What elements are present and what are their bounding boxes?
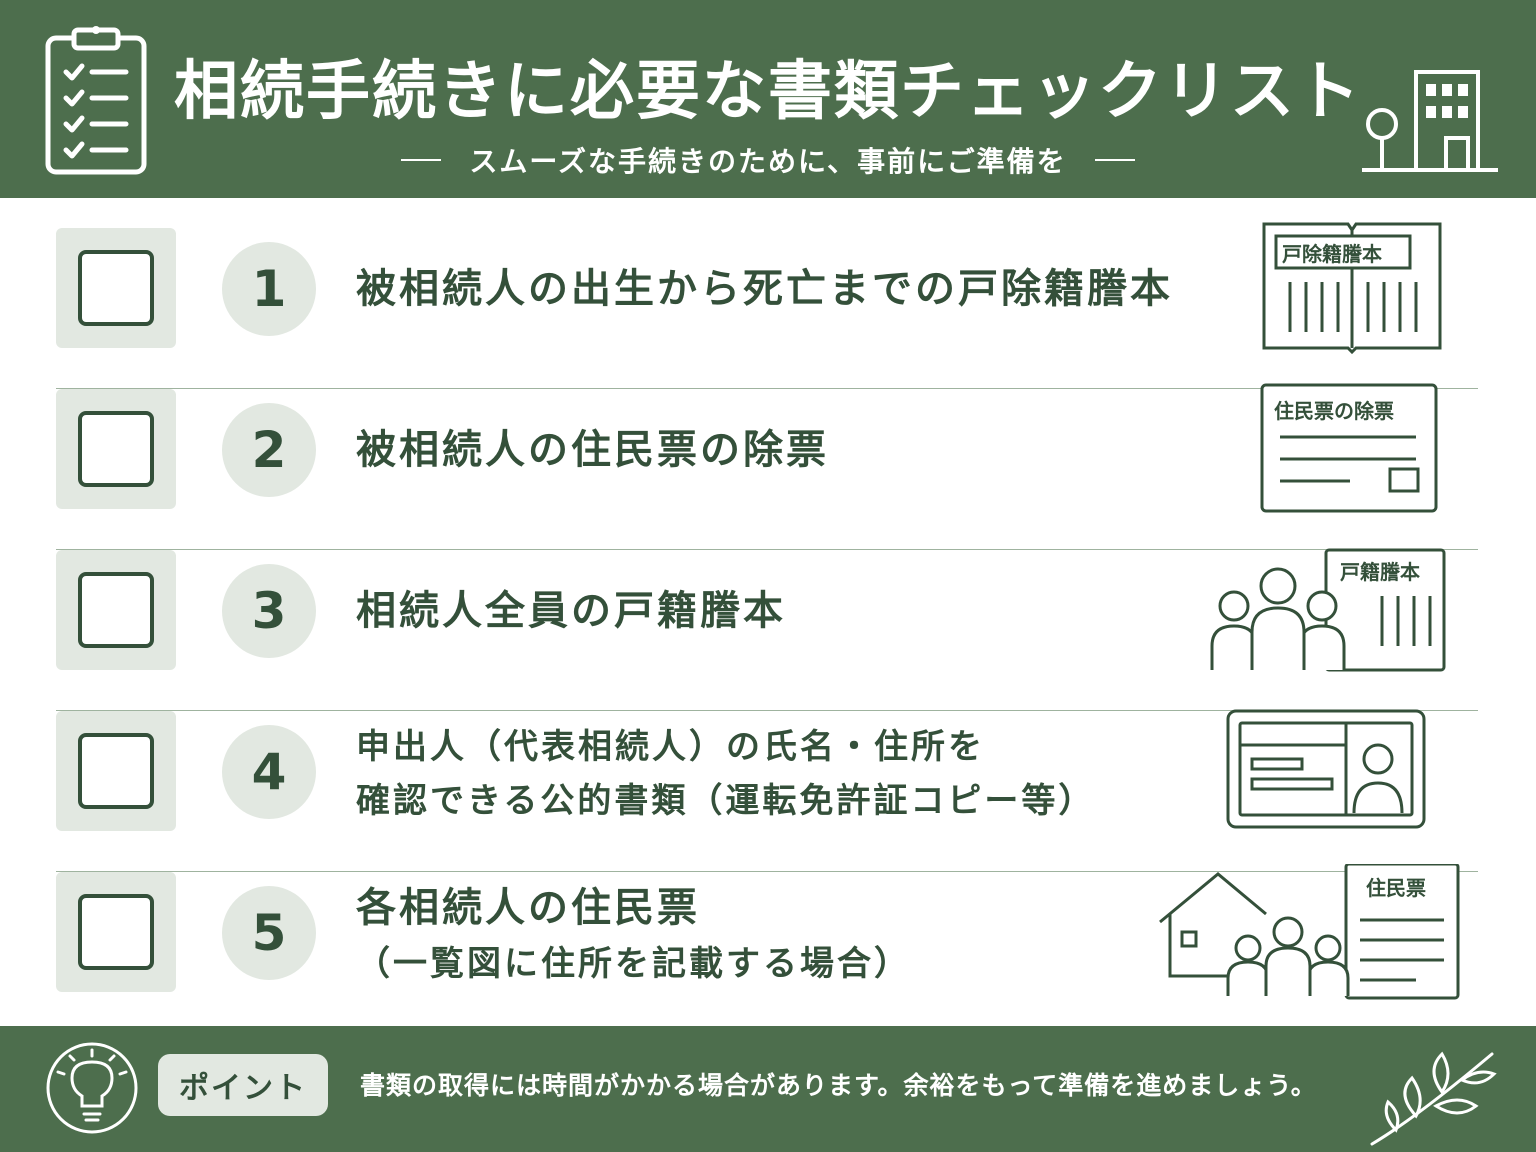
checklist-item-5: 5 各相続人の住民票 （一覧図に住所を記載する場合）: [56, 862, 1478, 1033]
checklist-item-3: 3 相続人全員の戸籍謄本 戸籍謄本: [56, 548, 1478, 711]
checkbox-wrap: [56, 389, 176, 509]
item-number: 2: [222, 403, 316, 497]
row-divider: [56, 871, 1478, 872]
house-family-document-icon: 住民票: [1156, 862, 1466, 1008]
checkbox-wrap: [56, 872, 176, 992]
page-title: 相続手続きに必要な書類チェックリスト: [174, 55, 1362, 129]
checklist-item-4: 4 申出人（代表相続人）の氏名・住所を 確認できる公的書類（運転免許証コピー等）: [56, 709, 1478, 872]
checkbox-item-1[interactable]: [78, 250, 154, 326]
lightbulb-icon: [46, 1042, 138, 1134]
subtitle: スムーズな手続きのために、事前にご準備を: [469, 145, 1067, 178]
item-label-line-1: 各相続人の住民票: [356, 885, 700, 931]
item-number: 4: [222, 725, 316, 819]
house-family-document-icon-label: 住民票: [1366, 876, 1426, 900]
header: 相続手続きに必要な書類チェックリスト スムーズな手続きのために、事前にご準備を: [0, 0, 1536, 198]
checkbox-wrap: [56, 711, 176, 831]
building-icon: [1362, 70, 1498, 172]
checkbox-wrap: [56, 228, 176, 348]
subtitle-dash-right: [1094, 159, 1135, 161]
checkbox-item-5[interactable]: [78, 894, 154, 970]
subtitle-dash-left: [401, 159, 442, 161]
item-number: 3: [222, 564, 316, 658]
family-document-icon: 戸籍謄本: [1210, 546, 1450, 678]
family-document-icon-label: 戸籍謄本: [1340, 560, 1420, 584]
item-number: 5: [222, 886, 316, 980]
book-icon: 戸除籍謄本: [1256, 216, 1446, 360]
subtitle-row: スムーズな手続きのために、事前にご準備を: [0, 140, 1536, 180]
checkbox-wrap: [56, 550, 176, 670]
clipboard-checklist-icon: [45, 26, 147, 175]
document-icon: 住民票の除票: [1260, 383, 1440, 519]
footer-text: 書類の取得には時間がかかる場合があります。余裕をもって準備を進めましょう。: [360, 1071, 1317, 1100]
item-label-line-1: 申出人（代表相続人）の氏名・住所を: [356, 727, 985, 767]
leaf-branch-icon: [1370, 1051, 1497, 1146]
item-number: 1: [222, 242, 316, 336]
item-label-line-2: （一覧図に住所を記載する場合）: [356, 944, 911, 984]
row-divider: [56, 388, 1478, 389]
item-label-line-2: 確認できる公的書類（運転免許証コピー等）: [356, 781, 1096, 821]
book-icon-label: 戸除籍謄本: [1282, 242, 1382, 266]
checkbox-item-3[interactable]: [78, 572, 154, 648]
item-label: 被相続人の出生から死亡までの戸除籍謄本: [356, 266, 1173, 312]
checklist-item-1: 1 被相続人の出生から死亡までの戸除籍謄本 戸除籍謄本: [56, 222, 1478, 389]
checkbox-item-2[interactable]: [78, 411, 154, 487]
item-label: 被相続人の住民票の除票: [356, 427, 829, 473]
document-icon-label: 住民票の除票: [1274, 399, 1394, 423]
checklist-panel: 1 被相続人の出生から死亡までの戸除籍謄本 戸除籍謄本 2 被相続人の: [0, 198, 1536, 1026]
id-card-icon: [1226, 709, 1428, 835]
footer: ポイント 書類の取得には時間がかかる場合があります。余裕をもって準備を進めましょ…: [0, 1026, 1536, 1152]
row-divider: [56, 549, 1478, 550]
item-label: 相続人全員の戸籍謄本: [356, 588, 786, 634]
point-badge: ポイント: [158, 1054, 328, 1116]
checklist-item-2: 2 被相続人の住民票の除票 住民票の除票: [56, 383, 1478, 550]
checkbox-item-4[interactable]: [78, 733, 154, 809]
row-divider: [56, 710, 1478, 711]
